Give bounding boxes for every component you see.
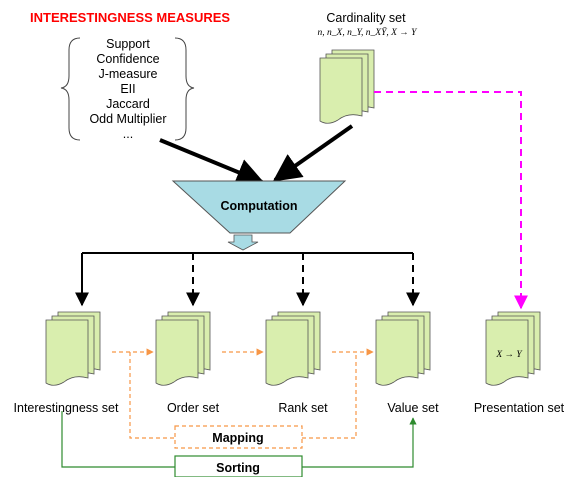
order-set-label: Order set bbox=[167, 401, 220, 415]
cardinality-to-computation-arrow bbox=[272, 124, 354, 182]
measure-item: Odd Multiplier bbox=[89, 112, 166, 126]
sorting-box bbox=[174, 455, 303, 477]
distribution-lines bbox=[75, 252, 420, 307]
sorting-connector bbox=[61, 411, 417, 477]
interestingness-set-label: Interestingness set bbox=[14, 401, 119, 415]
rank-set-label: Rank set bbox=[278, 401, 328, 415]
mapping-box bbox=[174, 425, 303, 449]
measures-brace bbox=[60, 37, 195, 141]
presentation-rule: X → Y bbox=[495, 350, 523, 360]
measure-item: EII bbox=[120, 82, 135, 96]
computation-output-arrow bbox=[227, 234, 259, 251]
presentation-document-icon bbox=[485, 311, 541, 386]
sorting-label: Sorting bbox=[216, 461, 260, 475]
computation-funnel bbox=[171, 180, 347, 234]
value-document-icon bbox=[375, 311, 431, 386]
value-set-label: Value set bbox=[387, 401, 439, 415]
measure-item: Jaccard bbox=[106, 97, 150, 111]
measure-item: J-measure bbox=[98, 67, 157, 81]
presentation-set-label: Presentation set bbox=[474, 401, 565, 415]
computation-label: Computation bbox=[220, 199, 297, 213]
cardinality-to-presentation-arrow bbox=[374, 91, 528, 310]
measures-to-computation-arrow bbox=[159, 138, 265, 186]
measures-list: Support Confidence J-measure EII Jaccard… bbox=[89, 37, 166, 141]
order-document-icon bbox=[155, 311, 211, 386]
measure-item: Confidence bbox=[96, 52, 159, 66]
rank-document-icon bbox=[265, 311, 321, 386]
cardinality-formula: n, n_X, n_Y, n_XȲ, X → Y bbox=[318, 26, 419, 38]
measure-item: ... bbox=[123, 127, 133, 141]
cardinality-label: Cardinality set bbox=[326, 11, 406, 25]
cardinality-document-icon bbox=[319, 49, 375, 124]
measure-item: Support bbox=[106, 37, 150, 51]
interestingness-document-icon bbox=[45, 311, 101, 386]
mapping-connectors bbox=[112, 348, 374, 449]
measures-title: INTERESTINGNESS MEASURES bbox=[30, 10, 230, 25]
mapping-label: Mapping bbox=[212, 431, 263, 445]
